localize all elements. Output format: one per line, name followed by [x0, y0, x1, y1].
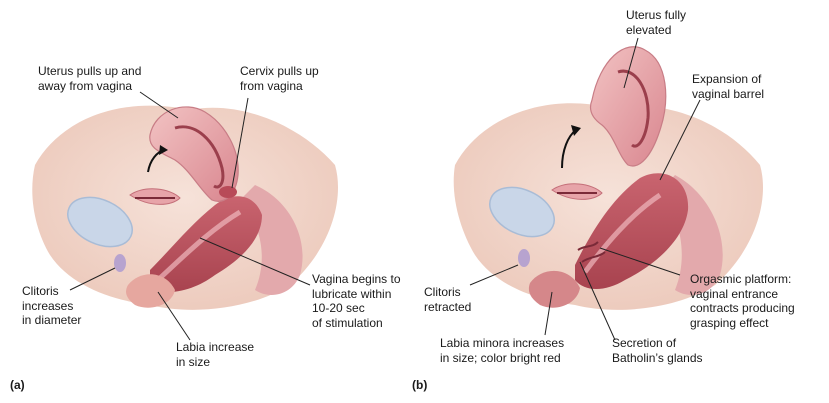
label-a-clitoris: Clitoris increases in diameter — [22, 284, 82, 327]
label-b-clitoris: Clitoris retracted — [424, 285, 472, 314]
panel-b-uterus — [589, 46, 667, 167]
panel-b-clitoris — [518, 249, 530, 267]
panel-a-body — [32, 105, 338, 310]
label-b-platform: Orgasmic platform: vaginal entrance cont… — [690, 272, 795, 330]
panel-b-labia — [528, 270, 580, 308]
panel-b-bladder — [489, 186, 555, 238]
panel-a-cervix — [219, 186, 237, 198]
panel-b-vagina — [575, 173, 689, 289]
label-a-labia: Labia increase in size — [176, 340, 255, 369]
panel-a-bladder — [67, 196, 133, 248]
label-a-uterus: Uterus pulls up and away from vagina — [38, 64, 142, 93]
label-a-vagina: Vagina begins to lubricate within 10-20 … — [312, 272, 401, 330]
panel-a-leaders — [69, 91, 311, 341]
label-a-cervix: Cervix pulls up from vagina — [240, 64, 319, 93]
panel-a-clitoris — [114, 254, 126, 272]
panel-b-anatomy — [453, 46, 763, 310]
label-b-secretion: Secretion of Batholin’s glands — [612, 336, 703, 365]
panel-a-vagina — [150, 196, 262, 293]
label-b-labia-minora: Labia minora increases in size; color br… — [440, 336, 565, 365]
panel-b-letter: (b) — [412, 378, 428, 392]
label-b-uterus: Uterus fully elevated — [626, 8, 687, 37]
label-b-barrel: Expansion of vaginal barrel — [692, 72, 765, 101]
panel-a-letter: (a) — [10, 378, 25, 392]
panel-a-anatomy — [32, 105, 338, 310]
panel-b-leaders — [469, 37, 701, 341]
